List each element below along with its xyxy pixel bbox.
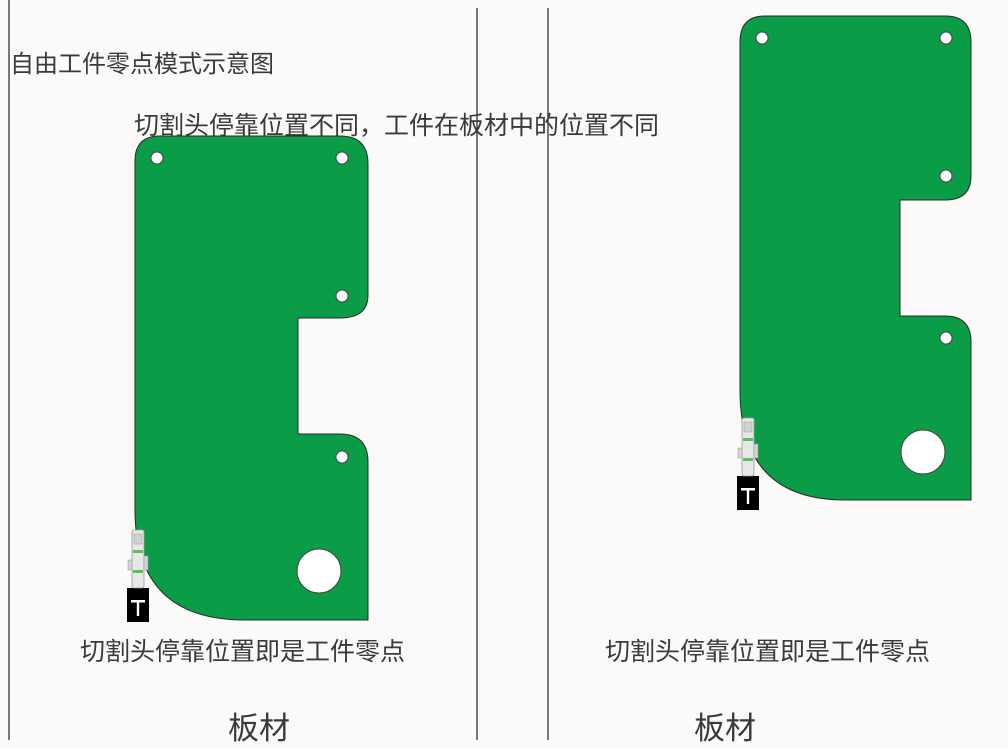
hole-left-large <box>296 548 342 594</box>
workpiece-right <box>739 15 972 501</box>
sheet-label-right: 板材 <box>694 711 756 747</box>
diagram-subtitle: 切割头停靠位置不同，工件在板材中的位置不同 <box>134 111 660 140</box>
hole-left-1 <box>150 151 164 165</box>
workpiece-left <box>134 135 369 621</box>
hole-left-2 <box>335 151 349 165</box>
hole-left-4 <box>335 450 349 464</box>
hole-right-4 <box>939 331 953 345</box>
hole-right-2 <box>939 31 953 45</box>
caption-left: 切割头停靠位置即是工件零点 <box>80 637 406 666</box>
diagram-title: 自由工件零点模式示意图 <box>10 50 274 78</box>
hole-left-3 <box>335 289 349 303</box>
hole-right-large <box>900 429 946 475</box>
hole-right-3 <box>939 169 953 183</box>
caption-right: 切割头停靠位置即是工件零点 <box>605 637 931 666</box>
hole-right-1 <box>755 31 769 45</box>
sheet-label-left: 板材 <box>228 711 290 747</box>
